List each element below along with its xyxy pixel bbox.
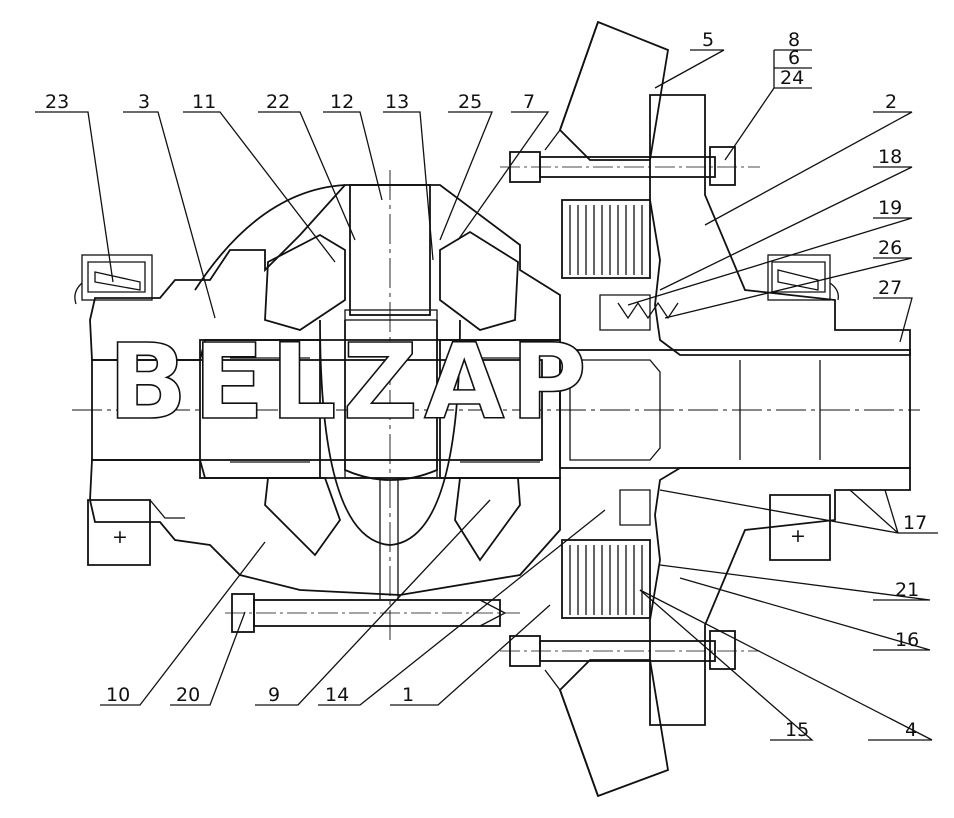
callout-19: 19 bbox=[878, 197, 902, 219]
callout-9: 9 bbox=[268, 684, 280, 706]
callout-1: 1 bbox=[402, 684, 414, 706]
callout-10: 10 bbox=[106, 684, 130, 706]
callout-5: 5 bbox=[702, 29, 714, 51]
callout-16: 16 bbox=[895, 629, 919, 651]
callout-labels: 23 3 11 22 12 13 25 7 5 8 6 24 2 18 19 2… bbox=[45, 29, 927, 741]
watermark-text: BELZAP bbox=[108, 321, 593, 443]
callout-8: 8 bbox=[788, 29, 800, 51]
svg-text:+: + bbox=[790, 525, 806, 547]
callout-11: 11 bbox=[192, 91, 216, 113]
bevel-gears bbox=[264, 230, 521, 562]
callout-26: 26 bbox=[878, 237, 902, 259]
callout-15: 15 bbox=[785, 719, 809, 741]
callout-7: 7 bbox=[523, 91, 535, 113]
crown-gear bbox=[544, 20, 670, 798]
callout-27: 27 bbox=[878, 277, 902, 299]
centre-lines bbox=[72, 166, 920, 652]
callout-18: 18 bbox=[878, 146, 902, 168]
callout-6: 6 bbox=[788, 47, 800, 69]
callout-12: 12 bbox=[330, 91, 354, 113]
callout-13: 13 bbox=[385, 91, 409, 113]
callout-21: 21 bbox=[895, 579, 919, 601]
callout-17: 17 bbox=[903, 512, 927, 534]
left-housing: + bbox=[74, 184, 561, 596]
svg-text:+: + bbox=[112, 526, 128, 548]
callout-3: 3 bbox=[138, 91, 150, 113]
clutch-pack bbox=[561, 199, 679, 619]
callout-20: 20 bbox=[176, 684, 200, 706]
leader-lines bbox=[35, 49, 938, 741]
callout-2: 2 bbox=[885, 91, 897, 113]
callout-24: 24 bbox=[780, 67, 804, 89]
callout-4: 4 bbox=[905, 719, 917, 741]
callout-14: 14 bbox=[325, 684, 349, 706]
callout-23: 23 bbox=[45, 91, 69, 113]
callout-25: 25 bbox=[458, 91, 482, 113]
right-housing: + bbox=[649, 94, 911, 726]
callout-22: 22 bbox=[266, 91, 290, 113]
